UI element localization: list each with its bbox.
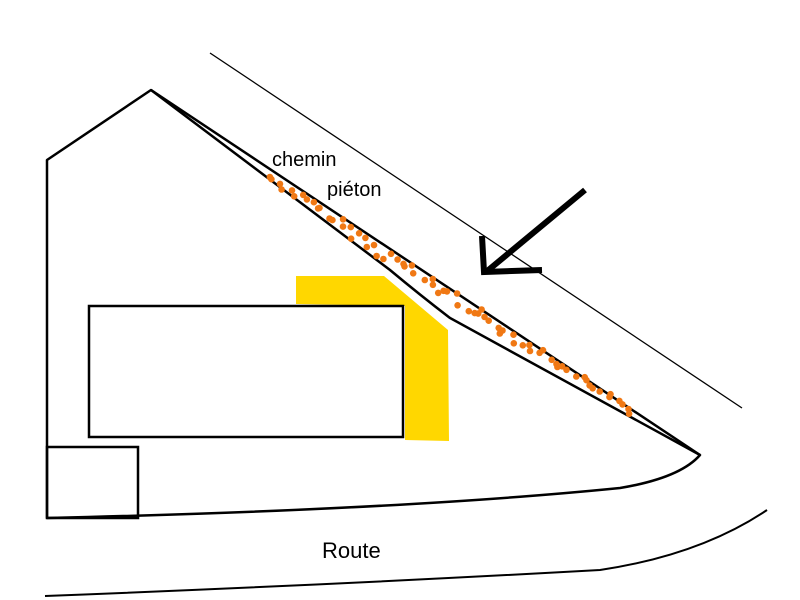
footpath-dot: [434, 289, 442, 297]
footpath-dot: [558, 363, 566, 370]
footpath-dot: [481, 313, 488, 321]
footpath-dot: [478, 306, 485, 313]
footpath-dot: [429, 275, 437, 283]
footpath-dot: [454, 302, 461, 309]
footpath-dot: [409, 270, 417, 277]
road-label: Route: [322, 538, 381, 563]
footpath-dot: [400, 260, 407, 268]
parcel-outline: [45, 88, 702, 520]
highlight-area: [296, 276, 449, 441]
footpath-dot: [363, 243, 371, 251]
footpath-dot: [596, 388, 603, 395]
footpath-dot: [429, 281, 437, 289]
footpath-dot: [408, 262, 416, 269]
footpath-label-line2: piéton: [327, 179, 382, 201]
footpath-dot: [625, 410, 633, 418]
footpath-dot: [276, 180, 284, 188]
footpath-dot: [563, 366, 570, 374]
footpath-dot: [347, 235, 355, 242]
footpath-dot: [373, 252, 380, 260]
footpath-dot: [453, 290, 461, 297]
footpath-dot: [465, 307, 473, 315]
footpath-dot: [510, 340, 518, 347]
footpath-dot: [485, 317, 493, 325]
footpath-dot: [499, 327, 506, 334]
footpath-dot: [299, 191, 307, 199]
footpath-dot: [519, 342, 527, 349]
footpath-edge: [150, 89, 701, 457]
footpath-dot: [310, 198, 318, 206]
footpath-dot: [625, 405, 632, 413]
footpath-dot: [370, 241, 378, 249]
footpath-dot: [510, 331, 517, 339]
footpath-dot: [536, 349, 543, 357]
footpath-dots: [266, 173, 633, 418]
footpath-dot: [326, 215, 333, 222]
footpath-dot: [362, 234, 369, 242]
footpath-dot: [619, 401, 626, 408]
footpath-dot: [339, 216, 347, 223]
footpath-dot: [573, 373, 580, 380]
footpath-dot: [526, 341, 533, 349]
footpath-dot: [583, 376, 590, 384]
footpath-dot: [290, 193, 298, 200]
footpath-dot: [288, 187, 296, 194]
footpath-dot: [443, 288, 451, 295]
footpath-dot: [380, 255, 387, 263]
footpath-dot: [347, 223, 355, 231]
road-edge-lower: [44, 509, 768, 597]
footpath-label-line1: chemin: [272, 149, 336, 171]
annex-building: [45, 445, 140, 520]
footpath-dot: [589, 385, 596, 392]
footpath-dot: [303, 196, 311, 203]
building: [87, 304, 405, 439]
footpath-dot: [606, 393, 613, 401]
footpath-dot: [394, 256, 401, 263]
footpath-dot: [278, 186, 285, 193]
footpath-dot: [526, 347, 534, 355]
arrow-down-left-icon: [479, 187, 587, 276]
footpath-dot: [355, 230, 363, 237]
footpath-dot: [316, 204, 323, 212]
footpath-dot: [387, 250, 395, 258]
footpath-dot: [548, 356, 555, 364]
road-edge-upper: [209, 52, 743, 409]
footpath-dot: [339, 223, 347, 230]
footpath-dot: [421, 276, 429, 284]
footpath-dot: [268, 175, 275, 183]
